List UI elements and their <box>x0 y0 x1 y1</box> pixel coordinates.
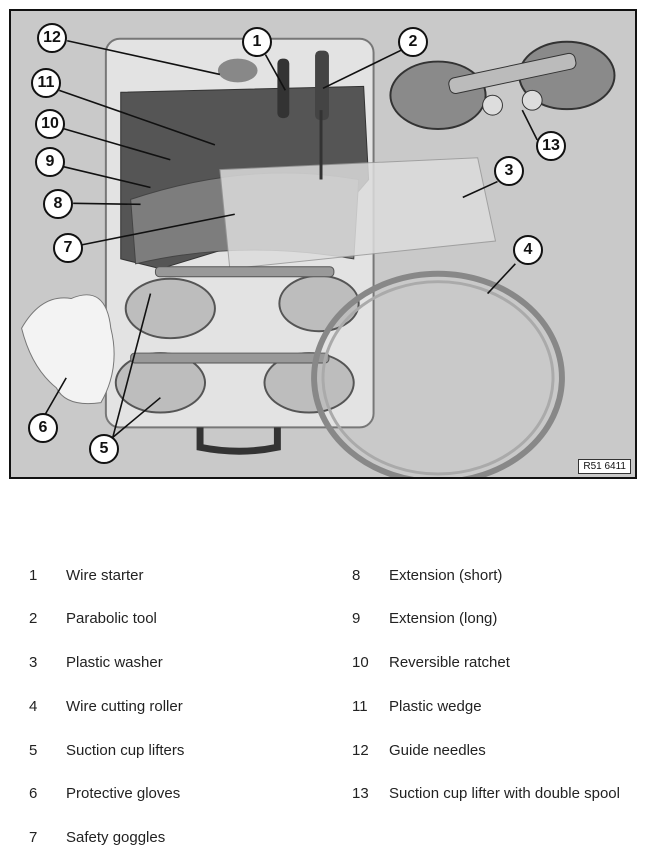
case-handle <box>196 427 281 455</box>
callout-13: 13 <box>536 131 566 161</box>
legend-number: 8 <box>352 567 361 584</box>
callout-11: 11 <box>31 68 61 98</box>
legend-number: 9 <box>352 610 361 627</box>
legend-label: Parabolic tool <box>66 610 157 627</box>
legend-number: 7 <box>29 829 38 846</box>
callout-9: 9 <box>35 147 65 177</box>
callout-10: 10 <box>35 109 65 139</box>
callout-2: 2 <box>398 27 428 57</box>
legend-label: Wire starter <box>66 567 144 584</box>
legend-label: Guide needles <box>389 742 486 759</box>
suction-cup-shape <box>124 277 216 340</box>
callout-4: 4 <box>513 235 543 265</box>
guide-needles-pouch <box>217 58 258 83</box>
legend-label: Extension (long) <box>389 610 498 627</box>
plastic-washer <box>219 157 497 270</box>
legend-number: 2 <box>29 610 38 627</box>
double-lifter-cup <box>389 60 487 130</box>
legend-number: 3 <box>29 654 38 671</box>
legend-number: 12 <box>352 742 369 759</box>
legend-label: Extension (short) <box>389 567 503 584</box>
legend-label: Plastic washer <box>66 654 163 671</box>
callout-7: 7 <box>53 233 83 263</box>
wire-coil <box>311 270 565 477</box>
tool-kit-photo: 12 1 2 11 10 9 8 7 3 4 13 6 5 R51 6411 <box>9 9 637 479</box>
figure-reference: R51 6411 <box>578 459 631 474</box>
legend-number: 6 <box>29 785 38 802</box>
callout-3: 3 <box>494 156 524 186</box>
legend-number: 11 <box>352 698 368 715</box>
gloves-shape <box>21 294 115 405</box>
parabolic-tool-shape <box>315 50 329 121</box>
legend-number: 10 <box>352 654 369 671</box>
legend-label: Wire cutting roller <box>66 698 183 715</box>
legend-number: 13 <box>352 785 369 802</box>
legend-number: 5 <box>29 742 38 759</box>
legend-number: 4 <box>29 698 38 715</box>
legend-label: Plastic wedge <box>389 698 482 715</box>
callout-5: 5 <box>89 434 119 464</box>
legend-label: Safety goggles <box>66 829 166 846</box>
callout-6: 6 <box>28 413 58 443</box>
callout-1: 1 <box>242 27 272 57</box>
legend-label: Suction cup lifter with double spool <box>389 785 620 802</box>
leader-lines <box>42 39 538 438</box>
callout-8: 8 <box>43 189 73 219</box>
legend-label: Suction cup lifters <box>66 742 185 759</box>
legend-label: Protective gloves <box>66 785 181 802</box>
legend-label: Reversible ratchet <box>389 654 510 671</box>
legend-number: 1 <box>29 567 38 584</box>
callout-12: 12 <box>37 23 67 53</box>
tool-kit-illustration <box>21 37 616 477</box>
